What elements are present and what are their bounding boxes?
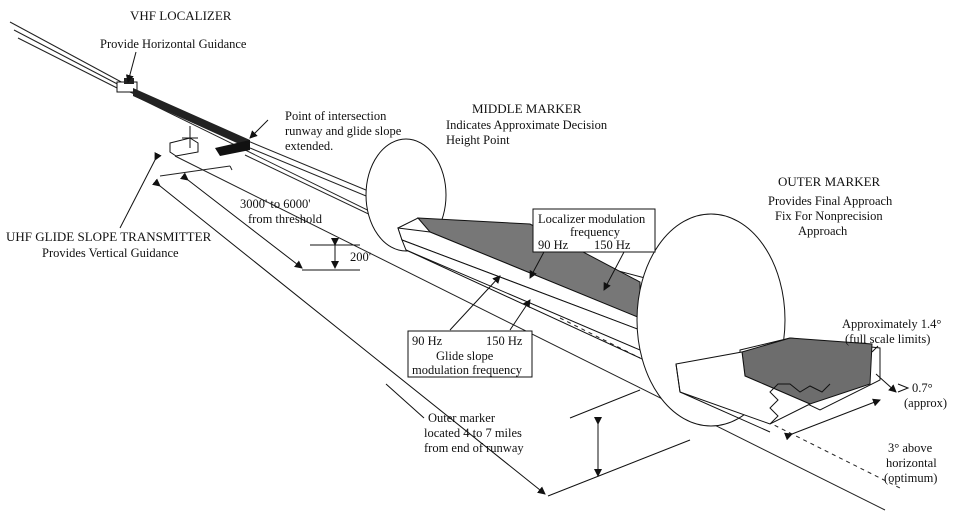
middle-marker-title: MIDDLE MARKER: [472, 101, 582, 116]
glide-slope-mod-label-2: modulation frequency: [412, 363, 523, 377]
glide-slope-150hz-label: 150 Hz: [486, 334, 523, 348]
intersection-label-1: Point of intersection: [285, 109, 387, 123]
localizer-mod-label-1: Localizer modulation: [538, 212, 646, 226]
intersection-label-3: extended.: [285, 139, 333, 153]
localizer-course-beam: [133, 88, 250, 148]
glide-slope-90hz-label: 90 Hz: [412, 334, 443, 348]
angle-07-icon: [897, 383, 910, 393]
glide-slope-transmitter-icon: [169, 126, 199, 157]
glide-slope-mod-label-1: Glide slope: [436, 349, 494, 363]
vhf-localizer-title: VHF LOCALIZER: [130, 8, 232, 23]
deg-3-label-3: (optimum): [884, 471, 937, 485]
deg-07-label-1: 0.7°: [912, 381, 933, 395]
leader-lines: [119, 51, 879, 419]
localizer-mod-label-2: frequency: [570, 225, 621, 239]
threshold-distance-1: 3000' to 6000': [240, 197, 310, 211]
approx-14-label-2: (full scale limits): [845, 332, 930, 346]
localizer-150hz-label: 150 Hz: [594, 238, 631, 252]
localizer-90hz-label: 90 Hz: [538, 238, 569, 252]
deg-07-label-2: (approx): [904, 396, 947, 410]
glide-slope-intersection-beam: [215, 140, 250, 156]
middle-marker-desc-2: Height Point: [446, 133, 510, 147]
approx-14-label-1: Approximately 1.4°: [842, 317, 941, 331]
outer-distance-3: from end of runway: [424, 441, 524, 455]
outer-marker-desc-3: Approach: [798, 224, 848, 238]
dimension-arrows: [152, 172, 897, 497]
uhf-transmitter-title: UHF GLIDE SLOPE TRANSMITTER: [6, 229, 212, 244]
middle-marker-desc-1: Indicates Approximate Decision: [446, 118, 608, 132]
vhf-localizer-desc: Provide Horizontal Guidance: [100, 37, 247, 51]
outer-marker-desc-1: Provides Final Approach: [768, 194, 893, 208]
threshold-distance-2: from threshold: [248, 212, 323, 226]
outer-marker-title: OUTER MARKER: [778, 174, 881, 189]
deg-3-label-2: horizontal: [886, 456, 937, 470]
outer-beam-block: [675, 337, 881, 433]
intersection-label-2: runway and glide slope: [285, 124, 402, 138]
uhf-transmitter-desc: Provides Vertical Guidance: [42, 246, 179, 260]
outer-distance-1: Outer marker: [428, 411, 496, 425]
outer-marker-desc-2: Fix For Nonprecision: [775, 209, 883, 223]
localizer-modulation-box: [532, 208, 656, 253]
deg-3-label-1: 3° above: [888, 441, 933, 455]
outer-distance-2: located 4 to 7 miles: [424, 426, 522, 440]
glide-slope-modulation-box: [407, 330, 533, 378]
height-200-label: 200': [350, 250, 371, 264]
